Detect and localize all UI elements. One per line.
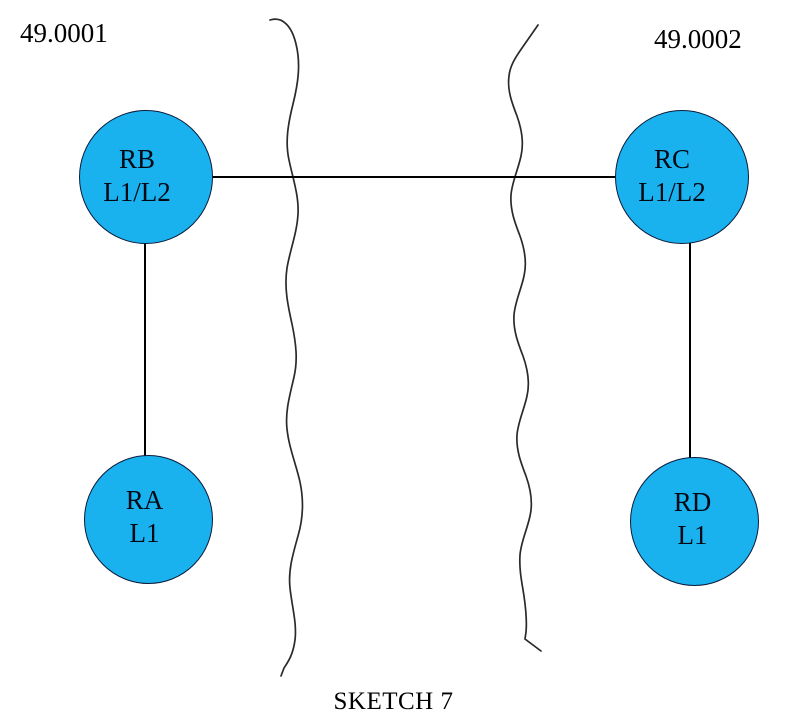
router-node-ra[interactable]: RA L1 — [84, 455, 213, 584]
router-node-rc-name: RC — [653, 144, 691, 174]
router-node-rb-name: RB — [118, 144, 156, 174]
router-node-rc[interactable]: RC L1/L2 — [615, 110, 749, 244]
router-node-rb[interactable]: RB L1/L2 — [79, 110, 213, 244]
link-rb-ra — [144, 240, 147, 468]
link-rb-rc — [212, 176, 616, 178]
router-node-rc-levels: L1/L2 — [638, 177, 706, 207]
router-node-rd[interactable]: RD L1 — [630, 457, 759, 586]
area-boundary-right-icon — [507, 24, 542, 652]
router-node-rd-levels: L1 — [677, 520, 708, 550]
router-node-ra-levels: L1 — [129, 518, 160, 548]
area-label-right: 49.0002 — [654, 24, 742, 54]
link-rc-rd — [689, 240, 692, 470]
area-label-left: 49.0001 — [20, 18, 108, 48]
router-node-rb-levels: L1/L2 — [103, 177, 171, 207]
router-node-ra-name: RA — [125, 485, 164, 515]
diagram-caption: SKETCH 7 — [333, 688, 454, 715]
router-node-rd-name: RD — [673, 487, 712, 517]
area-boundary-left-icon — [269, 18, 304, 677]
